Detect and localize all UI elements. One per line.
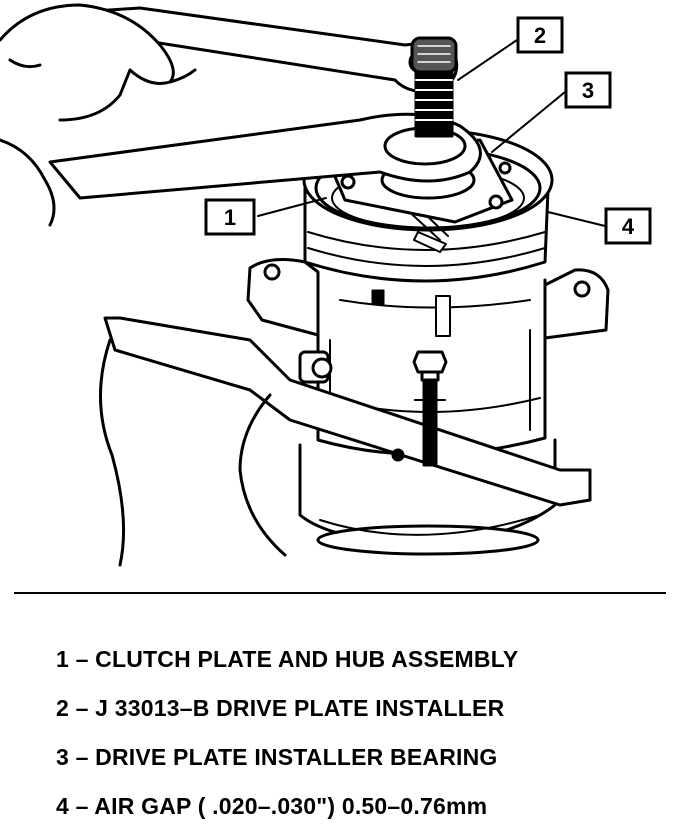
callout-1: 1 bbox=[204, 198, 256, 236]
side-bolt bbox=[298, 350, 333, 384]
legend-item-clutch-plate: 1 – CLUTCH PLATE AND HUB ASSEMBLY bbox=[56, 646, 519, 672]
legend-item-installer-bearing: 3 – DRIVE PLATE INSTALLER BEARING bbox=[56, 744, 498, 770]
callout-3: 3 bbox=[564, 71, 612, 109]
mounting-ears bbox=[246, 258, 610, 340]
compressor-clutch-illustration: 2 3 1 4 bbox=[0, 3, 652, 567]
callout-4: 4 bbox=[604, 207, 652, 245]
callout-2-label: 2 bbox=[534, 23, 546, 48]
legend-item-drive-plate-installer: 2 – J 33013–B DRIVE PLATE INSTALLER bbox=[56, 695, 505, 721]
leader-lines bbox=[257, 39, 606, 227]
legend-item-air-gap: 4 – AIR GAP ( .020–.030") 0.50–0.76mm bbox=[56, 793, 488, 819]
callout-3-label: 3 bbox=[582, 78, 594, 103]
center-stud bbox=[412, 350, 448, 467]
hand-outline bbox=[0, 3, 197, 227]
support-fixture bbox=[98, 316, 592, 567]
callout-4-label: 4 bbox=[622, 214, 635, 239]
callout-1-label: 1 bbox=[224, 205, 236, 230]
divider-line bbox=[14, 592, 666, 594]
callout-2: 2 bbox=[516, 16, 564, 54]
installer-screw bbox=[410, 36, 458, 138]
